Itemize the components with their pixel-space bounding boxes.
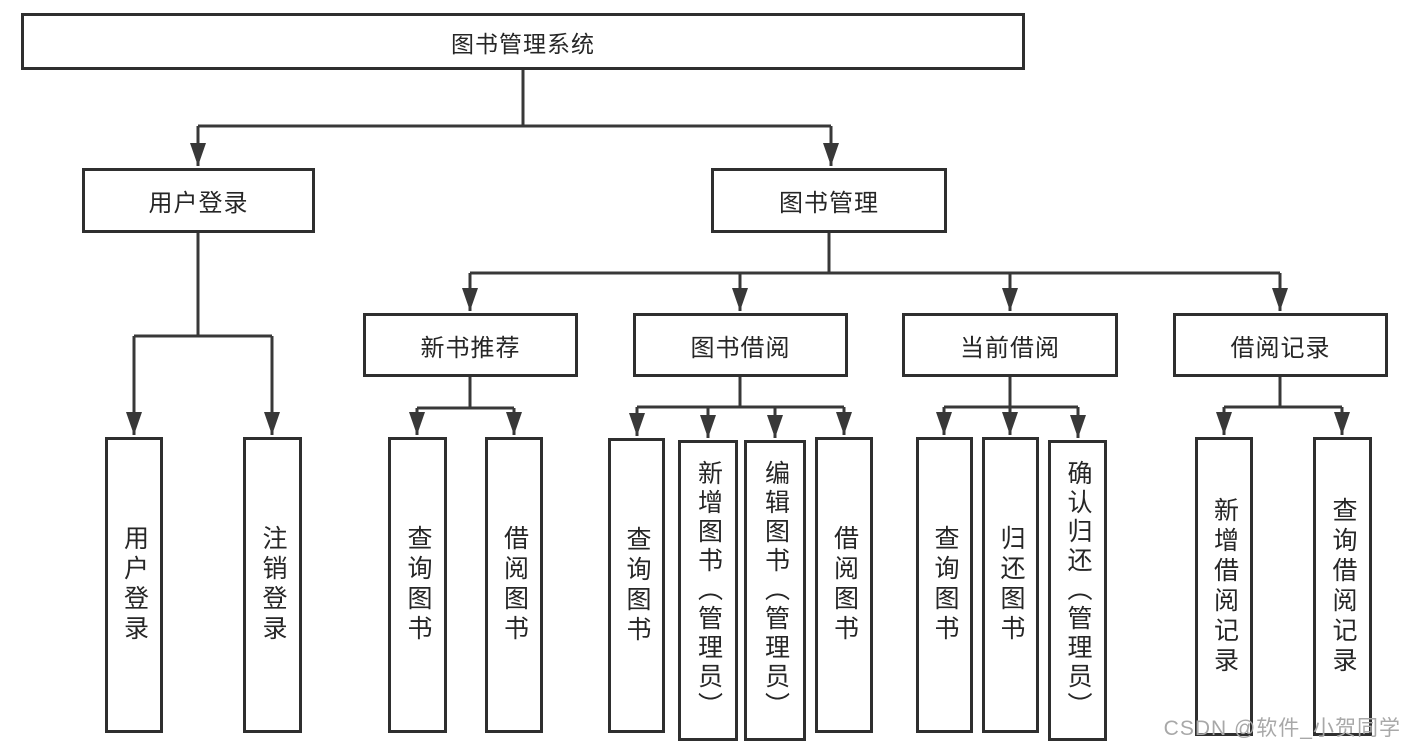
- leaf-current-return-book: 归还图书: [982, 437, 1039, 733]
- node-user-login: 用户登录: [82, 168, 315, 233]
- connector-user-login-trunk: [134, 233, 272, 338]
- leaf-records-add-record-label: 新增借阅记录: [1210, 496, 1239, 677]
- leaf-borrow-add-book-admin-label: 新增图书（管理员）: [694, 460, 723, 721]
- node-root-label: 图书管理系统: [451, 30, 595, 57]
- leaf-current-query-book-label: 查询图书: [931, 525, 959, 645]
- node-borrow-records-label: 借阅记录: [1230, 334, 1331, 362]
- leaf-borrow-add-book-admin: 新增图书（管理员）: [678, 440, 738, 741]
- leaf-current-return-book-label: 归还图书: [997, 525, 1025, 645]
- leaf-recommend-query-book-label: 查询图书: [404, 525, 432, 645]
- node-current-borrow-label: 当前借阅: [960, 334, 1060, 362]
- leaf-borrow-borrow-book-label: 借阅图书: [830, 525, 859, 645]
- leaf-logout-label: 注销登录: [259, 525, 287, 645]
- connector-root-trunk: [198, 70, 831, 128]
- connector-recommend-trunk: [417, 377, 514, 410]
- leaf-borrow-edit-book-admin: 编辑图书（管理员）: [744, 440, 806, 741]
- node-book-management: 图书管理: [711, 168, 947, 233]
- node-user-login-label: 用户登录: [148, 190, 249, 217]
- watermark: CSDN @软件_小贺同学: [1163, 717, 1401, 740]
- leaf-user-login-label: 用户登录: [120, 525, 149, 645]
- node-new-book-recommend-label: 新书推荐: [420, 334, 521, 362]
- leaf-recommend-borrow-book-label: 借阅图书: [500, 525, 529, 645]
- leaf-borrow-borrow-book: 借阅图书: [815, 437, 873, 733]
- leaf-current-query-book: 查询图书: [916, 437, 973, 733]
- leaf-current-confirm-return-admin: 确认归还（管理员）: [1048, 440, 1107, 741]
- node-book-borrow-label: 图书借阅: [690, 334, 791, 362]
- connector-current-trunk: [944, 377, 1078, 409]
- leaf-records-add-record: 新增借阅记录: [1195, 437, 1253, 736]
- leaf-recommend-query-book: 查询图书: [388, 437, 447, 733]
- connector-borrow-trunk: [637, 377, 844, 409]
- node-book-management-label: 图书管理: [779, 190, 879, 217]
- leaf-user-login: 用户登录: [105, 437, 163, 733]
- leaf-logout: 注销登录: [243, 437, 302, 733]
- node-current-borrow: 当前借阅: [902, 313, 1118, 377]
- leaf-recommend-borrow-book: 借阅图书: [485, 437, 543, 733]
- leaf-records-query-record-label: 查询借阅记录: [1329, 496, 1357, 677]
- leaf-borrow-query-book: 查询图书: [608, 438, 665, 733]
- node-root: 图书管理系统: [21, 13, 1025, 70]
- leaf-current-confirm-return-admin-label: 确认归还（管理员）: [1064, 460, 1092, 721]
- leaf-borrow-edit-book-admin-label: 编辑图书（管理员）: [761, 460, 790, 721]
- node-new-book-recommend: 新书推荐: [363, 313, 578, 377]
- connector-book-management-trunk: [470, 233, 1280, 275]
- leaf-records-query-record: 查询借阅记录: [1313, 437, 1372, 736]
- connector-records-trunk: [1224, 377, 1342, 409]
- node-book-borrow: 图书借阅: [633, 313, 848, 377]
- leaf-borrow-query-book-label: 查询图书: [623, 525, 651, 646]
- node-borrow-records: 借阅记录: [1173, 313, 1388, 377]
